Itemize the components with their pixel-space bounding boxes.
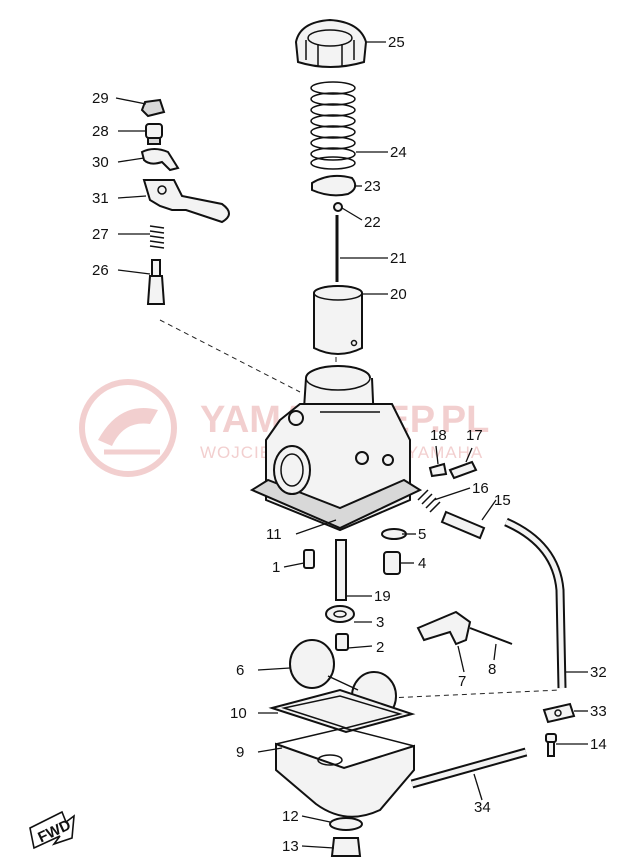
part-23-needle-plate — [311, 174, 357, 197]
callout-27: 27 — [92, 226, 109, 243]
callout-28: 28 — [92, 123, 109, 140]
callout-30: 30 — [92, 154, 109, 171]
part-28-adjuster — [145, 123, 163, 145]
callout-16: 16 — [472, 480, 489, 497]
part-31-lever — [142, 179, 230, 224]
part-8-pin — [469, 627, 513, 645]
callout-10: 10 — [230, 705, 247, 722]
callout-3: 3 — [376, 614, 384, 631]
part-9-float-bowl — [275, 727, 415, 818]
part-32-vent-hose — [504, 517, 567, 689]
callout-34: 34 — [474, 799, 491, 816]
part-24-spring — [310, 81, 356, 170]
callout-32: 32 — [590, 664, 607, 681]
callout-24: 24 — [390, 144, 407, 161]
callout-23: 23 — [364, 178, 381, 195]
part-2-main-jet — [335, 633, 349, 651]
part-27-spring — [149, 225, 165, 249]
part-1-pilot-jet — [303, 549, 315, 569]
part-20-throttle-valve — [313, 285, 363, 355]
callout-6: 6 — [236, 662, 244, 679]
callout-2: 2 — [376, 639, 384, 656]
callout-14: 14 — [590, 736, 607, 753]
callout-9: 9 — [236, 744, 244, 761]
callout-11: 11 — [266, 526, 282, 543]
part-26-plunger — [146, 259, 166, 305]
callout-7: 7 — [458, 673, 466, 690]
part-3-washer — [325, 605, 355, 623]
callout-8: 8 — [488, 661, 496, 678]
part-17-pilot-screw — [448, 460, 478, 480]
part-18-screw — [428, 462, 448, 478]
part-10-gasket — [268, 688, 416, 734]
callout-18: 18 — [430, 427, 447, 444]
callout-26: 26 — [92, 262, 109, 279]
callout-22: 22 — [364, 214, 381, 231]
callout-19: 19 — [374, 588, 391, 605]
callout-21: 21 — [390, 250, 407, 267]
callout-29: 29 — [92, 90, 109, 107]
fwd-arrow-icon: FWD — [29, 810, 75, 850]
watermark-logo — [79, 379, 177, 477]
part-25-top-cap — [294, 18, 368, 68]
part-19-needle-jet — [335, 539, 347, 601]
callout-1: 1 — [272, 559, 280, 576]
callout-labels: 25 24 23 22 21 20 29 28 30 31 27 26 18 1… — [92, 34, 607, 855]
part-33-clamp — [542, 702, 576, 724]
assembly-lines — [159, 285, 561, 701]
callout-20: 20 — [390, 286, 407, 303]
part-16-spring — [417, 489, 441, 513]
part-30-cap — [140, 148, 180, 172]
part-22-clip — [333, 202, 343, 212]
part-34-overflow-tube — [410, 747, 528, 789]
callout-17: 17 — [466, 427, 483, 444]
part-12-o-ring — [329, 817, 363, 831]
callout-12: 12 — [282, 808, 299, 825]
callout-5: 5 — [418, 526, 426, 543]
part-15-air-screw — [440, 510, 486, 540]
part-14-screw — [545, 733, 557, 757]
part-11-carburetor-body — [249, 365, 423, 532]
callout-4: 4 — [418, 555, 426, 572]
callout-13: 13 — [282, 838, 299, 855]
callout-25: 25 — [388, 34, 405, 51]
callout-33: 33 — [590, 703, 607, 720]
callout-15: 15 — [494, 492, 511, 509]
leader-lines — [115, 41, 588, 849]
part-29-nut — [140, 98, 166, 118]
part-4-valve-seat — [383, 551, 401, 575]
part-13-drain-plug — [330, 837, 362, 857]
callout-31: 31 — [92, 190, 109, 207]
part-7-float-arm — [416, 610, 472, 646]
